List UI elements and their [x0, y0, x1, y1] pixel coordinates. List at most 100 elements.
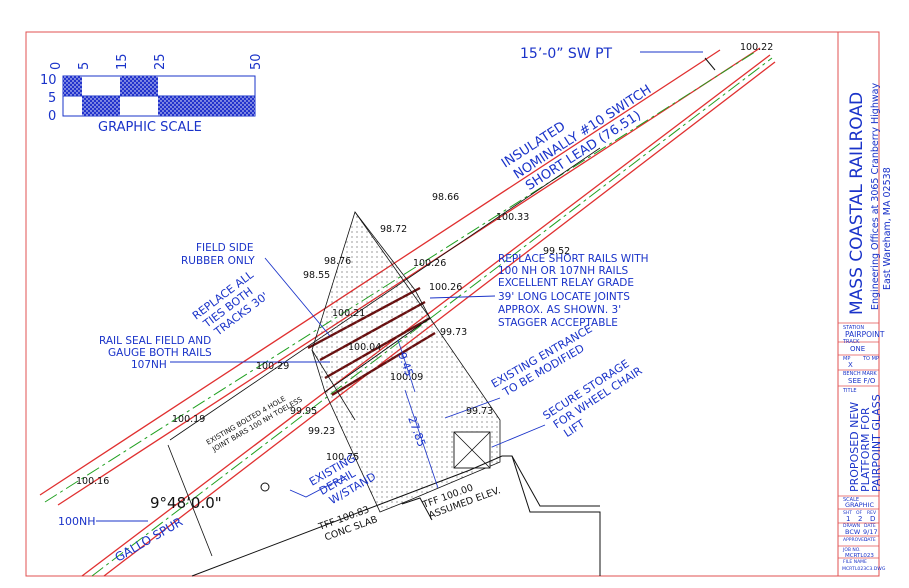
bench-mark-label: BENCH MARK — [843, 371, 877, 377]
elev-label: 98.55 — [303, 270, 330, 281]
company-name: MASS COASTAL RAILROAD — [847, 92, 867, 315]
scale-tick-50: 50 — [249, 53, 264, 70]
file-value: MCRTL023C3.DWG — [842, 566, 886, 572]
rail-100nh-label: 100NH — [58, 515, 96, 528]
elev-label: 99.73 — [466, 406, 493, 417]
angle-label: 9°48’0.0" — [150, 494, 222, 512]
mp-value: X — [848, 361, 853, 369]
elevation-labels: 100.22 98.66 100.33 98.72 99.52 98.76 10… — [76, 42, 773, 487]
station-value: PAIRPOINT — [845, 330, 885, 339]
rail-seal-label: RAIL SEAL FIELD AND — [99, 335, 211, 347]
title-block: MASS COASTAL RAILROAD Engineering Office… — [838, 83, 893, 572]
rev-value: D — [870, 515, 875, 523]
replace-rails-note: REPLACE SHORT RAILS WITH — [498, 253, 649, 265]
switch-note-line: NOMINALLY #10 SWITCH — [511, 82, 654, 182]
scale-value: GRAPHIC — [845, 501, 874, 509]
elev-label: 100.22 — [740, 42, 773, 53]
annotation-leaders — [170, 51, 703, 498]
sheet-border — [25, 31, 880, 577]
elev-label: 99.52 — [543, 246, 570, 257]
drawing-title: PROPOSED NEW — [848, 402, 861, 492]
elev-label: 100.09 — [390, 372, 423, 383]
bolted-joint-note: EXISTING BOLTED 4 HOLE JOINT BARS 100 NH… — [205, 395, 304, 454]
bolted-joint-line: EXISTING BOLTED 4 HOLE — [205, 395, 287, 447]
wall-step — [511, 455, 600, 507]
rev-label: REV — [867, 510, 877, 516]
job-value: MCRTL023 — [845, 553, 874, 559]
replace-rails-note: APPROX. AS SHOWN. 3' — [498, 304, 621, 316]
sht-value: 1 — [846, 515, 850, 523]
derail-symbol — [260, 482, 270, 492]
main-rail-lower — [57, 47, 761, 506]
job-label: JOB NO. — [842, 547, 861, 553]
graphic-scale: 0 5 15 25 50 10 5 0 GRAPHIC SCALE — [40, 53, 264, 135]
switch-note: INSULATED NOMINALLY #10 SWITCH SHORT LEA… — [499, 82, 654, 194]
bench-mark-value: SEE F/O — [848, 377, 876, 385]
replace-rails-note: STAGGER ACCEPTABLE — [498, 317, 618, 329]
date-value: 9/17 — [863, 528, 878, 536]
elev-label: 100.26 — [429, 282, 462, 293]
track-value: ONE — [850, 345, 865, 353]
elev-label: 100.04 — [348, 342, 381, 353]
replace-rails-note: 100 NH OR 107NH RAILS — [498, 265, 628, 277]
field-side-label: FIELD SIDE — [196, 242, 254, 254]
drawn-value: BCW — [845, 528, 861, 536]
drawing-title: PLATFORM FOR — [859, 407, 872, 492]
date-label: DATE — [864, 523, 876, 529]
building-outline-inner — [401, 497, 433, 521]
scale-tick-0: 0 — [49, 62, 64, 70]
switch-point-tick — [704, 57, 716, 71]
scale-left-0: 0 — [48, 109, 56, 124]
elev-label: 98.66 — [432, 192, 459, 203]
scale-left-5: 5 — [48, 91, 56, 106]
of-value: 2 — [858, 515, 862, 523]
elev-label: 100.33 — [496, 212, 529, 223]
file-label: FILE NAME — [843, 559, 867, 565]
elev-label: 100.16 — [76, 476, 109, 487]
elev-label: 100.29 — [256, 361, 289, 372]
spur-centerline — [91, 57, 773, 577]
elev-label: 100.75 — [326, 452, 359, 463]
scale-tick-25: 25 — [153, 53, 168, 70]
company-address: Engineering Offices at 3065 Cranberry Hi… — [870, 83, 881, 310]
field-side-label: RUBBER ONLY — [181, 255, 255, 267]
dim-2785-line — [404, 389, 439, 489]
station-label: STATION — [843, 325, 864, 331]
track-label: TRACK — [842, 339, 860, 345]
dim-945-line — [397, 339, 416, 393]
replace-rails-note: EXCELLENT RELAY GRADE — [498, 277, 634, 289]
tff-slab-note: TFF 100.83 CONC SLAB — [316, 504, 379, 543]
elev-label: 99.95 — [290, 406, 317, 417]
mp-label: MP — [843, 356, 850, 362]
title-label: TITLE — [842, 388, 857, 394]
platform-and-zones — [167, 211, 601, 577]
elev-label: 98.72 — [380, 224, 407, 235]
replace-rails-note: 39' LONG LOCATE JOINTS — [498, 291, 630, 303]
scale-caption: GRAPHIC SCALE — [98, 120, 202, 135]
building-outline — [191, 455, 601, 577]
spur-rail-lower — [103, 61, 776, 577]
scale-tick-5: 5 — [77, 62, 92, 70]
elev-label: 99.23 — [308, 426, 335, 437]
elev-label: 100.19 — [172, 414, 205, 425]
bolted-joint-line: JOINT BARS 100 NH TOELESS — [210, 395, 304, 454]
switch-point-label: 15’-0” SW PT — [520, 46, 613, 62]
scale-left-10: 10 — [40, 73, 57, 88]
elev-label: 99.73 — [440, 327, 467, 338]
elev-label: 100.21 — [332, 308, 365, 319]
rail-seal-label: GAUGE BOTH RAILS — [108, 347, 212, 359]
approved-date-label: DATE — [864, 537, 876, 543]
elev-label: 98.76 — [324, 256, 351, 267]
elev-label: 100.26 — [413, 258, 446, 269]
scale-label: SCALE — [843, 497, 859, 503]
sht-label: SHT — [843, 510, 852, 516]
scale-tick-15: 15 — [115, 53, 130, 70]
gallo-spur-label: GALLO SPUR — [113, 515, 186, 565]
company-address: East Wareham, MA 02538 — [882, 167, 893, 290]
approved-label: APPROVED — [843, 537, 868, 543]
angle-dim-line — [167, 444, 213, 557]
rail-seal-label: 107NH — [131, 359, 167, 371]
to-mp-label: TO MP — [862, 356, 879, 362]
drawn-label: DRAWN — [843, 523, 860, 529]
